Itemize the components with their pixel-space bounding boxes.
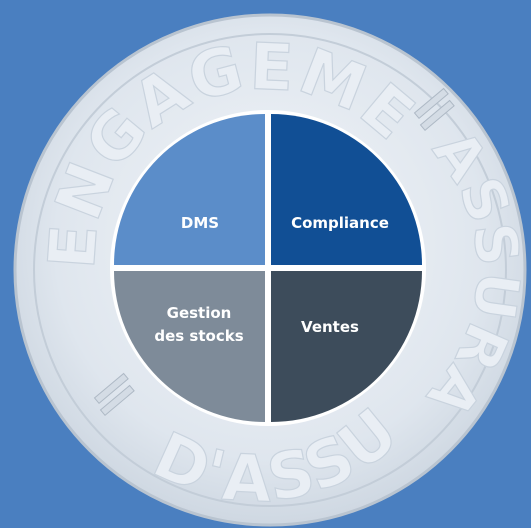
quadrant-disc-border xyxy=(110,110,426,426)
quadrant-compliance xyxy=(271,114,422,265)
quadrant-label-ventes: Ventes xyxy=(301,318,359,336)
stripe-mark-left xyxy=(93,372,135,416)
quadrant-ventes xyxy=(271,271,422,422)
quadrant-label-gestion: Gestion xyxy=(167,304,232,322)
quadrant-label-compliance: Compliance xyxy=(291,214,389,232)
quadrant-label-des-stocks: des stocks xyxy=(154,327,243,345)
quadrant-label-dms: DMS xyxy=(181,214,219,232)
quadrant-gestion-des-stocks xyxy=(114,271,265,422)
stripe-mark-right xyxy=(413,87,455,131)
seal-inner-ring xyxy=(33,33,507,507)
quadrant-dms xyxy=(114,114,265,265)
